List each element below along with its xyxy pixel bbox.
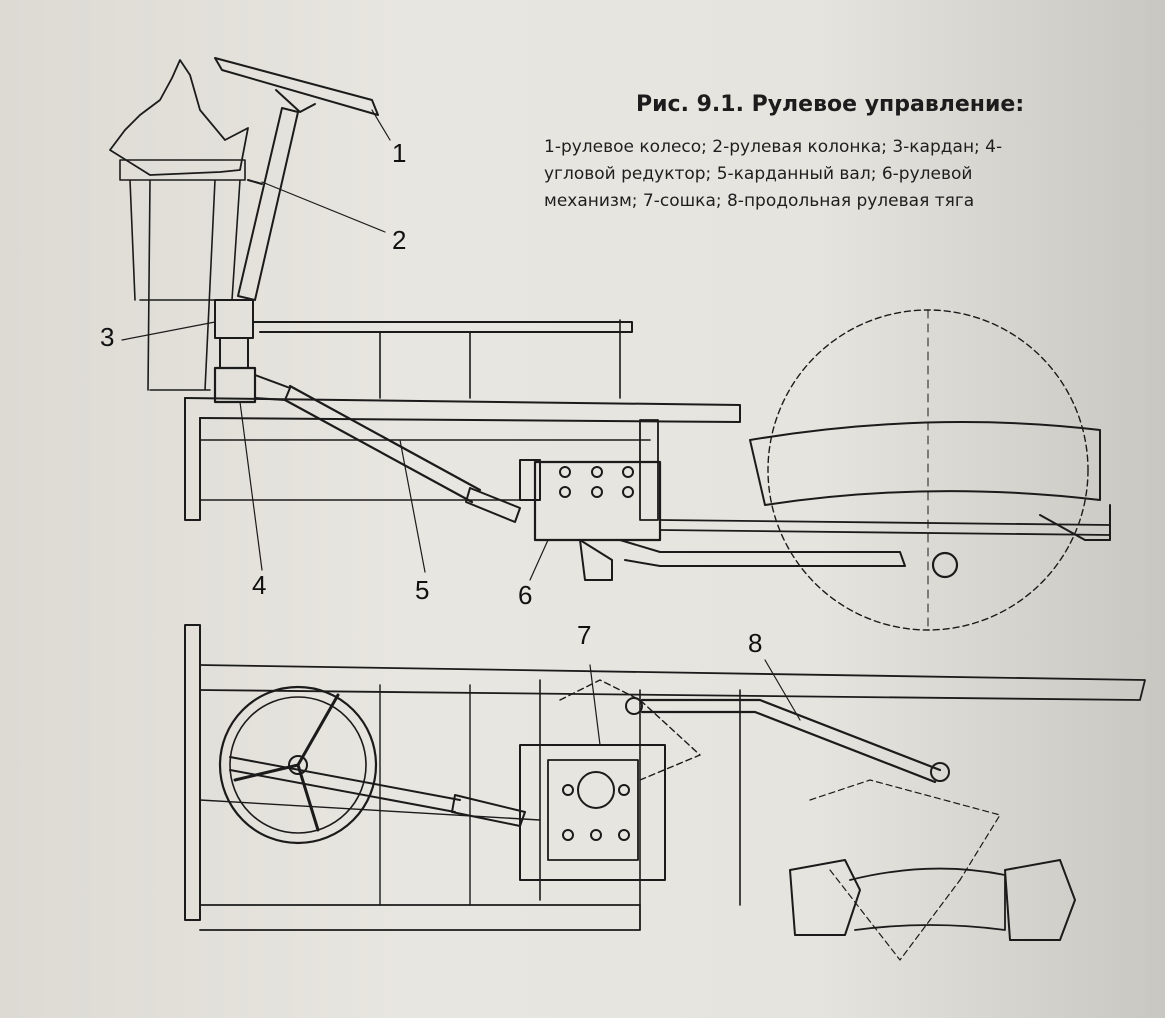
chassis-frame-top xyxy=(184,624,1146,931)
callout-5: 5 xyxy=(415,575,430,605)
steering-mechanism xyxy=(519,459,959,581)
caption-line-2: угловой редуктор; 5-карданный вал; 6-рул… xyxy=(544,164,973,184)
steering-mechanism-top xyxy=(519,744,666,881)
steering-wheel-side xyxy=(214,57,379,116)
leader-3 xyxy=(121,321,216,341)
callout-4: 4 xyxy=(252,570,267,600)
leader-1 xyxy=(371,109,391,141)
front-wheels-top xyxy=(789,779,1076,961)
callout-2: 2 xyxy=(392,225,407,255)
shaft-top xyxy=(229,756,526,827)
seat-frame xyxy=(119,159,246,391)
figure-title: Рис. 9.1. Рулевое управление: xyxy=(636,92,1025,117)
leader-6 xyxy=(529,539,549,581)
chassis-frame-side xyxy=(184,319,1111,536)
leader-4 xyxy=(239,401,263,571)
leader-5 xyxy=(399,439,426,573)
caption-line-3: механизм; 7-сошка; 8-продольная рулевая … xyxy=(544,191,975,211)
cardan-joint xyxy=(214,299,633,369)
steering-wheel-top xyxy=(218,685,378,845)
steering-column xyxy=(237,107,299,301)
callout-3: 3 xyxy=(100,322,115,352)
pitman-arm xyxy=(559,679,701,781)
cardan-shaft xyxy=(283,384,521,523)
leader-2 xyxy=(261,181,386,233)
drag-link-top xyxy=(640,698,950,784)
leader-8 xyxy=(764,659,801,721)
callout-8: 8 xyxy=(748,628,763,658)
callout-7: 7 xyxy=(577,620,592,650)
callout-1: 1 xyxy=(392,138,407,168)
angular-reducer xyxy=(213,366,291,404)
callout-6: 6 xyxy=(518,580,533,610)
caption-line-1: 1-рулевое колесо; 2-рулевая колонка; 3-к… xyxy=(544,137,1003,157)
figure-caption: 1-рулевое колесо; 2-рулевая колонка; 3-к… xyxy=(544,134,1104,215)
leader-7 xyxy=(589,664,601,746)
seat-outline xyxy=(109,59,249,176)
front-wheel-side xyxy=(749,309,1111,631)
